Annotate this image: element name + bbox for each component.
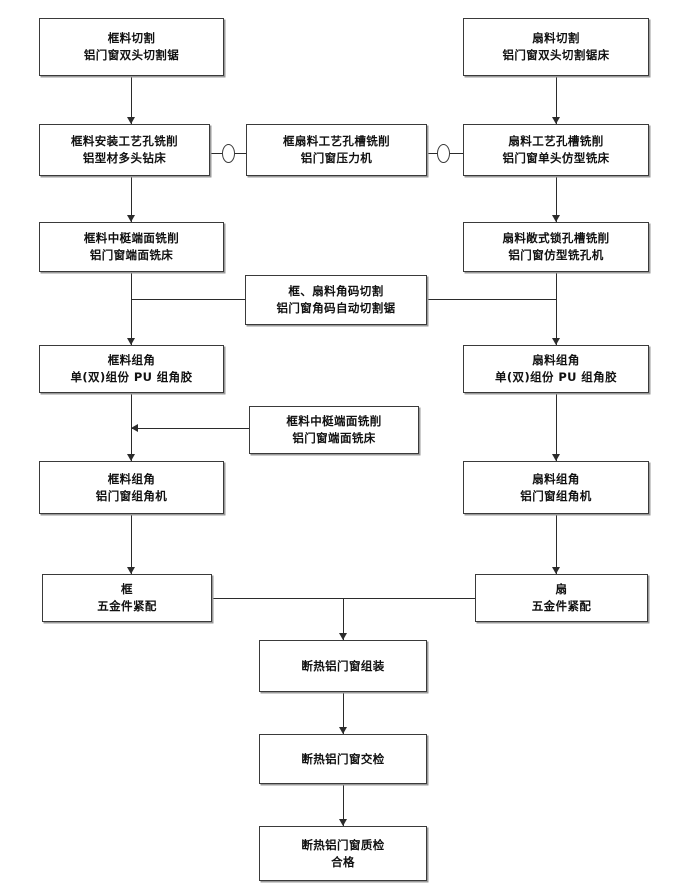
off-page-connector-left-icon	[222, 144, 235, 163]
node-frame-hardware[interactable]: 框 五金件紧配	[42, 574, 212, 622]
node-sash-lock-mill-line2: 铝门窗仿型铣孔机	[508, 248, 604, 262]
node-frame-corner-glue[interactable]: 框料组角 单(双)组份 PU 组角胶	[39, 345, 224, 393]
edge-end-mill-to-corner-glue	[131, 272, 132, 345]
edge-corner-machine-to-hardware	[131, 514, 132, 574]
node-feedback-end-mill-line1: 框料中梃端面铣削	[286, 414, 382, 429]
node-corner-code-cut[interactable]: 框、扇料角码切割 铝门窗角码自动切割锯	[245, 275, 427, 325]
edge-sash-corner-machine-to-hardware	[556, 514, 557, 574]
node-frame-corner-glue-line1: 框料组角	[107, 353, 156, 368]
node-sash-corner-glue[interactable]: 扇料组角 单(双)组份 PU 组角胶	[463, 345, 649, 393]
node-sash-corner-machine-line2: 铝门窗组角机	[520, 488, 592, 503]
node-corner-code-cut-line2: 铝门窗角码自动切割锯	[276, 301, 396, 315]
edge-assembly-to-inspection	[343, 692, 344, 734]
node-frame-cut[interactable]: 框料切割 铝门窗双头切割锯	[39, 18, 224, 76]
edge-frame-cut-to-hole-mill	[131, 76, 132, 124]
node-sash-hole-mill-line2: 铝门窗单头仿型铣床	[502, 151, 610, 165]
node-sash-hardware-line2: 五金件紧配	[531, 599, 592, 613]
arrowhead-down	[552, 567, 560, 574]
node-sash-hardware[interactable]: 扇 五金件紧配	[475, 574, 648, 622]
edge-inspection-to-qc	[343, 784, 344, 826]
node-assembly[interactable]: 断热铝门窗组装	[259, 640, 427, 692]
node-frame-end-mill[interactable]: 框料中梃端面铣削 铝门窗端面铣床	[39, 222, 224, 272]
node-frame-corner-machine[interactable]: 框料组角 铝门窗组角机	[39, 461, 224, 514]
node-sash-cut-line2: 铝门窗双头切割锯床	[502, 48, 610, 62]
node-corner-code-cut-line1: 框、扇料角码切割	[288, 284, 384, 299]
node-frame-cut-line1: 框料切割	[107, 31, 156, 46]
node-frame-cut-line2: 铝门窗双头切割锯	[83, 48, 180, 62]
node-frame-hole-mill-line2: 铝型材多头钻床	[82, 151, 167, 165]
arrowhead-down	[552, 454, 560, 461]
node-press-middle-line2: 铝门窗压力机	[300, 151, 373, 165]
node-frame-hardware-line1: 框	[121, 582, 133, 597]
node-sash-lock-mill[interactable]: 扇料敞式锁孔槽铣削 铝门窗仿型铣孔机	[463, 222, 649, 272]
off-page-connector-right-icon	[437, 144, 450, 163]
node-inspection[interactable]: 断热铝门窗交检	[259, 734, 427, 784]
edge-sash-corner-glue-to-corner-machine	[556, 393, 557, 461]
node-frame-corner-machine-line2: 铝门窗组角机	[95, 488, 168, 503]
node-sash-cut[interactable]: 扇料切割 铝门窗双头切割锯床	[463, 18, 649, 76]
node-press-middle[interactable]: 框扇料工艺孔槽铣削 铝门窗压力机	[246, 124, 427, 176]
node-feedback-end-mill[interactable]: 框料中梃端面铣削 铝门窗端面铣床	[249, 406, 419, 454]
node-press-middle-line1: 框扇料工艺孔槽铣削	[282, 134, 391, 149]
arrowhead-down	[127, 567, 135, 574]
arrowhead-left	[131, 424, 138, 432]
arrowhead-down	[339, 633, 347, 640]
node-frame-end-mill-line2: 铝门窗端面铣床	[89, 248, 174, 262]
node-assembly-line1: 断热铝门窗组装	[301, 658, 385, 673]
arrowhead-down	[339, 727, 347, 734]
node-frame-hardware-line2: 五金件紧配	[97, 599, 157, 613]
node-sash-corner-machine[interactable]: 扇料组角 铝门窗组角机	[463, 461, 649, 514]
edge-merge-to-assembly	[343, 598, 344, 640]
node-frame-hole-mill-line1: 框料安装工艺孔铣削	[70, 134, 179, 149]
node-sash-cut-line1: 扇料切割	[532, 31, 580, 46]
edge-sash-lock-mill-to-corner-glue	[556, 272, 557, 345]
node-qc-pass-line1: 断热铝门窗质检	[301, 837, 385, 852]
node-sash-hole-mill[interactable]: 扇料工艺孔槽铣削 铝门窗单头仿型铣床	[463, 124, 649, 176]
arrowhead-down	[127, 117, 135, 124]
arrowhead-down	[552, 117, 560, 124]
node-sash-lock-mill-line1: 扇料敞式锁孔槽铣削	[502, 231, 610, 246]
node-sash-hole-mill-line1: 扇料工艺孔槽铣削	[508, 134, 604, 149]
node-feedback-end-mill-line2: 铝门窗端面铣床	[292, 431, 376, 445]
node-qc-pass-line2: 合格	[331, 854, 355, 869]
node-qc-pass[interactable]: 断热铝门窗质检 合格	[259, 826, 427, 881]
node-frame-corner-machine-line1: 框料组角	[107, 471, 156, 486]
node-sash-corner-glue-line2: 单(双)组份 PU 组角胶	[495, 370, 617, 384]
node-inspection-line1: 断热铝门窗交检	[301, 751, 385, 766]
node-frame-corner-glue-line2: 单(双)组份 PU 组角胶	[70, 370, 193, 384]
edge-feedback-to-frame-column	[131, 428, 249, 429]
node-sash-hardware-line1: 扇	[555, 582, 568, 597]
edge-hole-mill-to-end-mill	[131, 176, 132, 222]
edge-sash-cut-to-hole-mill	[556, 76, 557, 124]
arrowhead-down	[339, 819, 347, 826]
arrowhead-down	[127, 454, 135, 461]
edge-corner-code-to-sash	[427, 299, 557, 300]
edge-sash-hole-mill-to-lock-mill	[556, 176, 557, 222]
node-frame-end-mill-line1: 框料中梃端面铣削	[83, 231, 180, 246]
node-sash-corner-glue-line1: 扇料组角	[532, 353, 580, 368]
edge-corner-code-to-frame	[131, 299, 245, 300]
arrowhead-down	[552, 215, 560, 222]
arrowhead-down	[552, 338, 560, 345]
arrowhead-down	[127, 215, 135, 222]
arrowhead-down	[127, 338, 135, 345]
node-frame-hole-mill[interactable]: 框料安装工艺孔铣削 铝型材多头钻床	[39, 124, 210, 176]
node-sash-corner-machine-line1: 扇料组角	[532, 471, 580, 486]
